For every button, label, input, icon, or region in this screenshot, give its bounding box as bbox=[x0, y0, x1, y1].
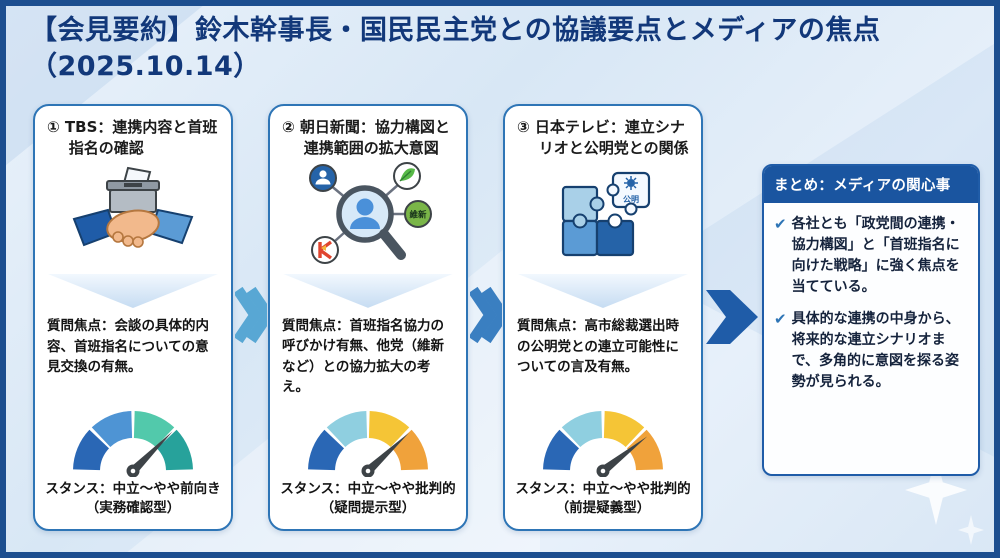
stance-label: スタンス：中立〜やや批判的 （前提疑義型） bbox=[515, 481, 691, 517]
page-title: 【会見要約】鈴木幹事長・国民民主党との協議要点とメディアの焦点 （2025.10… bbox=[30, 13, 970, 85]
card-title: ② 朝日新聞：協力構図と連携範囲の拡大意図 bbox=[282, 118, 450, 157]
summary-item: ✔ 各社とも「政党間の連携・協力構図」と「首班指名に向けた戦略」に強く焦点を当て… bbox=[774, 214, 968, 298]
stance-gauge bbox=[73, 411, 193, 478]
card-title: ③ 日本テレビ：連立シナリオと公明党との関係 bbox=[517, 118, 689, 157]
summary-item: ✔ 具体的な連携の中身から、将来的な連立シナリオまで、多角的に意図を探る姿勢が見… bbox=[774, 309, 968, 393]
sparkle-icon bbox=[958, 515, 984, 545]
question-focus: 質問焦点：高市総裁選出時の公明党との連立可能性についての言及有無。 bbox=[517, 318, 679, 375]
title-line-2: （2025.10.14） bbox=[30, 50, 261, 82]
chevron-down-icon bbox=[518, 274, 688, 309]
stance-label: スタンス：中立〜やや前向き （実務確認型） bbox=[45, 481, 221, 517]
svg-text:公明: 公明 bbox=[623, 195, 639, 204]
stance-gauge bbox=[543, 411, 663, 478]
check-icon: ✔ bbox=[774, 215, 787, 233]
media-card-tbs: ① TBS：連携内容と首班指名の確認 質問焦点：会談の具体的内容、首班指名につい… bbox=[33, 104, 233, 531]
puzzle-komei-icon: 公明 bbox=[505, 162, 701, 268]
media-card-ntv: ③ 日本テレビ：連立シナリオと公明党との関係 公明 bbox=[503, 104, 703, 531]
card-title: ① TBS：連携内容と首班指名の確認 bbox=[47, 118, 218, 157]
chevron-down-icon bbox=[283, 274, 453, 309]
ballot-box-handshake-icon bbox=[35, 162, 231, 268]
check-icon: ✔ bbox=[774, 310, 787, 328]
double-chevron-right-icon bbox=[235, 286, 267, 344]
question-focus: 質問焦点：首班指名協力の呼びかけ有無、他党（維新など）との協力拡大の考え。 bbox=[282, 318, 444, 395]
title-line-1: 【会見要約】鈴木幹事長・国民民主党との協議要点とメディアの焦点 bbox=[30, 15, 881, 46]
stance-label: スタンス：中立〜やや批判的 （疑問提示型） bbox=[280, 481, 456, 517]
question-focus: 質問焦点：会談の具体的内容、首班指名についての意見交換の有無。 bbox=[47, 318, 209, 375]
double-chevron-right-icon bbox=[470, 286, 502, 344]
summary-title: まとめ：メディアの関心事 bbox=[764, 166, 978, 203]
magnifier-parties-network-icon: 維新 bbox=[270, 162, 466, 268]
summary-panel: まとめ：メディアの関心事 ✔ 各社とも「政党間の連携・協力構図」と「首班指名に向… bbox=[762, 164, 980, 476]
media-card-asahi: ② 朝日新聞：協力構図と連携範囲の拡大意図 維新 bbox=[268, 104, 468, 531]
arrow-right-icon bbox=[706, 290, 758, 344]
stance-gauge bbox=[308, 411, 428, 478]
chevron-down-icon bbox=[48, 274, 218, 309]
svg-text:維新: 維新 bbox=[409, 210, 427, 221]
